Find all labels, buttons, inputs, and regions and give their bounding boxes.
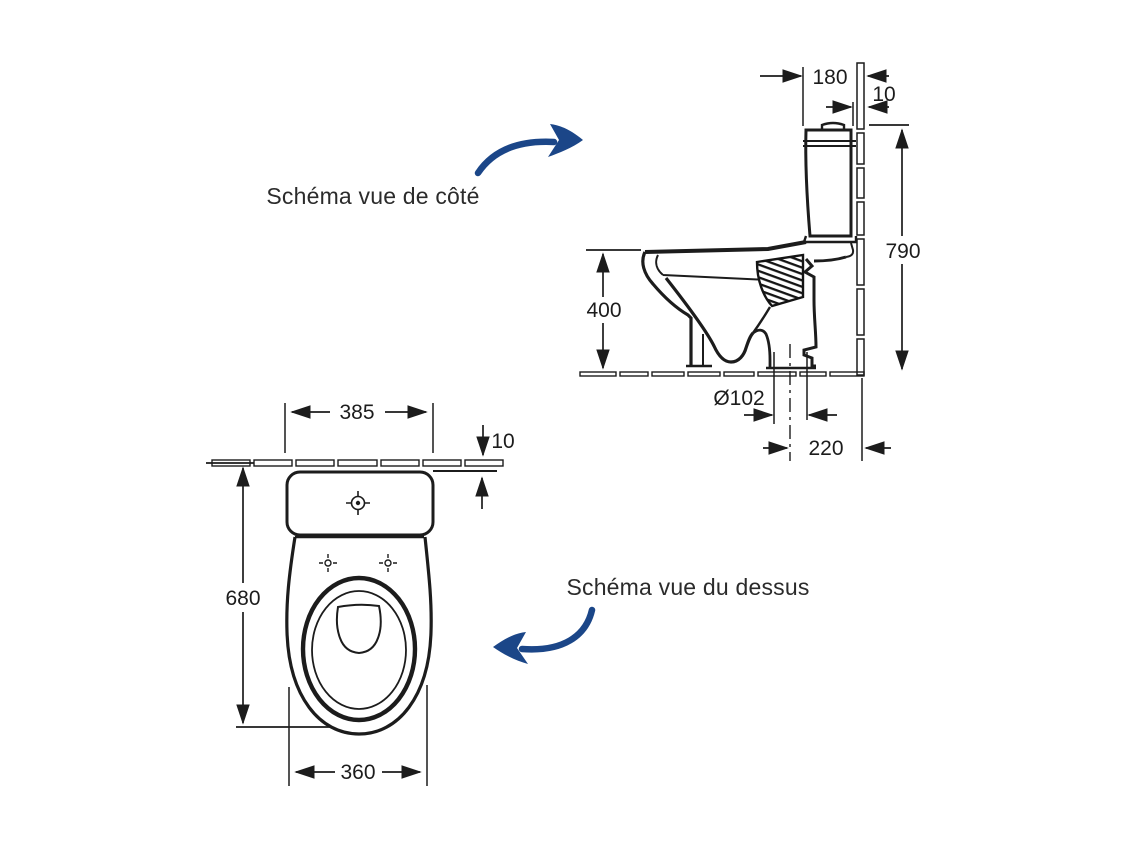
dim-label-385: 385 — [339, 401, 374, 424]
dim-10-top: 10 — [475, 425, 515, 509]
dim-label-680: 680 — [225, 587, 260, 610]
dim-label-220: 220 — [808, 437, 843, 460]
arrow-to-top-view — [493, 606, 596, 664]
dim-label-400: 400 — [586, 299, 621, 322]
side-view-diagram: 180 10 790 400 Ø102 — [579, 62, 921, 461]
cutaway-hatch — [755, 253, 805, 308]
arrow-to-side-view — [474, 124, 583, 177]
curved-arrow-shaft — [518, 606, 596, 653]
toilet-top-profile — [285, 470, 435, 736]
flush-button — [820, 121, 846, 130]
curved-arrow-head — [548, 124, 583, 157]
trap-back — [752, 306, 772, 334]
flush-outlet-shape — [335, 603, 382, 655]
cistern-base — [802, 235, 858, 244]
dim-680: 680 — [206, 462, 332, 728]
toilet-side-profile — [641, 121, 858, 370]
seat-top — [644, 240, 807, 254]
under-tank-ledge — [845, 242, 855, 258]
dim-label-10-top: 10 — [491, 430, 514, 453]
center-mark — [346, 491, 370, 515]
dim-label-102: Ø102 — [713, 387, 764, 410]
dim-label-10-side: 10 — [872, 83, 895, 106]
dim-10-side: 10 — [826, 83, 896, 126]
dim-label-180: 180 — [812, 66, 847, 89]
dim-label-790: 790 — [885, 240, 920, 263]
dim-385: 385 — [284, 401, 434, 453]
dim-400: 400 — [586, 249, 641, 370]
cistern-lid — [803, 140, 856, 147]
bowl-outer — [285, 536, 433, 736]
curved-arrow-head — [493, 632, 528, 664]
seat-ring-inner — [311, 590, 407, 710]
top-view-wall-tiles — [211, 459, 504, 467]
hinge-marks — [319, 554, 397, 572]
dim-360: 360 — [288, 685, 428, 786]
top-view-caption: Schéma vue du dessus — [566, 574, 809, 600]
dim-220: 220 — [763, 344, 891, 461]
dim-790: 790 — [869, 124, 921, 371]
rim-inner — [655, 254, 768, 281]
top-view-diagram: 385 10 680 360 — [206, 401, 515, 786]
back-profile — [802, 255, 847, 368]
side-view-wall-tiles — [856, 62, 865, 376]
side-view-floor-tiles — [579, 371, 865, 377]
base-lines — [686, 364, 816, 370]
bowl-interior — [664, 277, 755, 364]
bowl-front — [641, 251, 693, 366]
curved-arrow-shaft — [474, 138, 558, 177]
cistern-top — [285, 470, 435, 537]
dim-102: Ø102 — [713, 352, 837, 424]
dim-180: 180 — [760, 66, 889, 126]
dim-label-360: 360 — [340, 761, 375, 784]
seat-ring-outer — [300, 575, 418, 723]
trap-weir — [752, 328, 772, 368]
side-view-caption: Schéma vue de côté — [266, 183, 479, 209]
